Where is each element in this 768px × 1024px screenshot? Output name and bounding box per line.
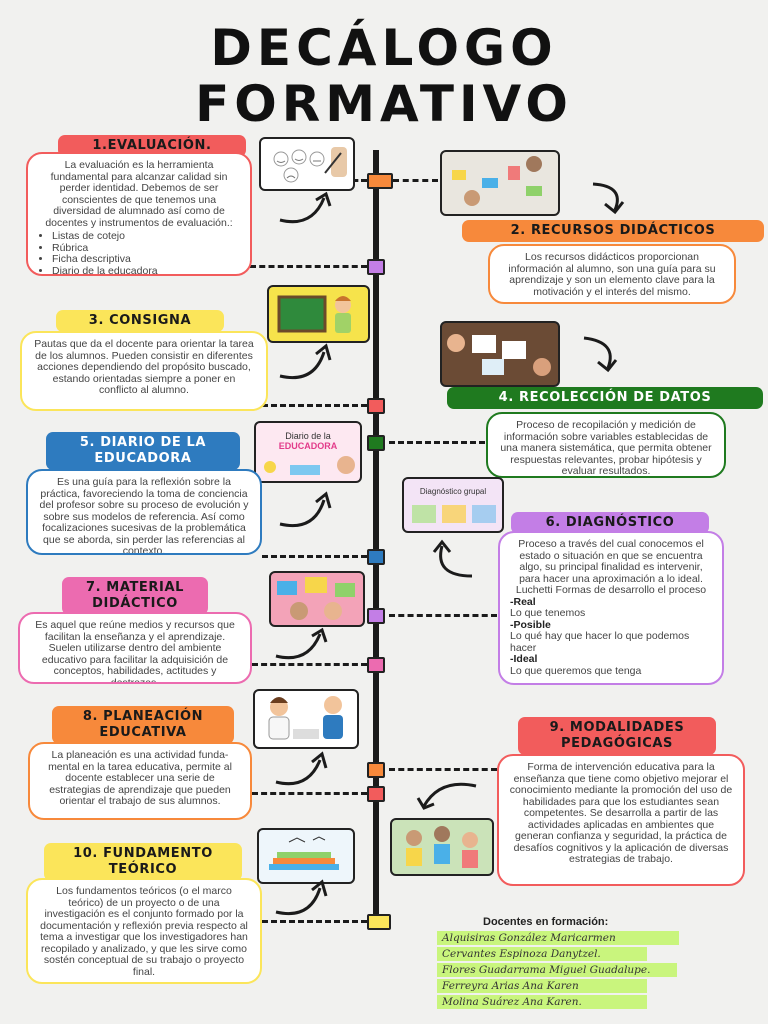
diagnostic-chart-icon: Diagnóstico grupal — [402, 477, 504, 533]
text-evaluacion: La evaluación es la herramienta fundamen… — [45, 159, 233, 229]
member-name: Flores Guadarrama Miguel Guadalupe. — [437, 963, 677, 977]
teacher-chalkboard-icon — [267, 285, 370, 343]
card-diario-educadora: Es una guía para la reflexión sobre la p… — [26, 469, 262, 555]
timeline-node-5 — [367, 549, 385, 565]
team-credits: Docentes en formación: Alquisiras Gonzál… — [437, 916, 679, 1011]
team-title: Docentes en formación: — [483, 916, 609, 928]
data-collection-photo-icon — [440, 321, 560, 387]
label-consigna: 3. CONSIGNA — [56, 310, 224, 332]
card-fundamento-teorico: Los fundamentos teóricos (o el marco teó… — [26, 878, 262, 984]
diario-cover-title: Diario de la — [285, 431, 331, 441]
diario-cover-subtitle: EDUCADORA — [278, 441, 338, 451]
label-diagnostico: 6. DIAGNÓSTICO — [511, 512, 709, 534]
diagnostic-chart-title: Diagnóstico grupal — [419, 487, 487, 496]
curved-arrow-icon — [275, 751, 328, 786]
connector-4 — [389, 441, 485, 444]
connector-3 — [262, 404, 367, 407]
connector-6 — [389, 614, 497, 617]
card-consigna: Pautas que da el docente para orientar l… — [20, 331, 268, 411]
label-recursos-didacticos: 2. RECURSOS DIDÁCTICOS — [462, 220, 764, 242]
timeline-node-1 — [367, 173, 393, 189]
timeline-spine — [373, 150, 379, 930]
connector-7 — [252, 663, 367, 666]
card-recoleccion-datos: Proceso de recopilación y medición de in… — [486, 412, 726, 478]
list-item: Diario de la educadora — [52, 265, 240, 274]
member-name: Alquisiras González Maricarmen — [437, 931, 679, 945]
curved-arrow-icon — [279, 491, 332, 527]
label-evaluacion: 1.EVALUACIÓN. — [58, 135, 246, 157]
timeline-node-8 — [367, 762, 385, 778]
timeline-node-2 — [367, 259, 385, 275]
member-name: Cervantes Espinoza Danytzel. — [437, 947, 647, 961]
member-name: Molina Suárez Ana Karen. — [437, 995, 647, 1009]
evaluation-instruments-list: Listas de cotejo Rúbrica Ficha descripti… — [38, 230, 240, 274]
label-planeacion-educativa: 8. PLANEACIÓN EDUCATIVA — [52, 706, 234, 744]
connector-1 — [250, 265, 367, 268]
list-item: Ficha descriptiva — [52, 253, 240, 266]
card-evaluacion: La evaluación es la herramienta fundamen… — [26, 152, 252, 276]
curved-arrow-icon — [275, 627, 328, 660]
timeline-node-9 — [367, 786, 385, 802]
curved-arrow-icon — [583, 336, 618, 373]
timeline-node-10 — [367, 914, 391, 930]
timeline-node-7 — [367, 657, 385, 673]
text-diagnostico: Proceso a través del cual conocemos el e… — [515, 538, 707, 596]
card-material-didactico: Es aquel que reúne medios y recursos que… — [18, 612, 252, 684]
list-item: Listas de cotejo — [52, 230, 240, 243]
page-title-line1: DECÁLOGO — [210, 19, 558, 77]
curved-arrow-icon — [279, 191, 332, 224]
card-diagnostico: Proceso a través del cual conocemos el e… — [498, 531, 724, 685]
connector-2-right — [393, 179, 438, 182]
children-group-photo-icon — [390, 818, 494, 876]
curved-arrow-icon — [275, 879, 328, 915]
connector-9 — [252, 792, 367, 795]
kids-crafting-photo-icon — [440, 150, 560, 216]
curved-arrow-icon — [432, 539, 473, 578]
curved-arrow-icon — [592, 182, 625, 215]
label-fundamento-teorico: 10. FUNDAMENTO TEÓRICO — [44, 843, 242, 881]
timeline-node-3 — [367, 398, 385, 414]
diario-cover-icon: Diario de la EDUCADORA — [254, 421, 362, 483]
label-modalidades-pedagogicas: 9. MODALIDADES PEDAGÓGICAS — [518, 717, 716, 755]
phase-posible: -Posible Lo qué hay que hacer lo que pod… — [510, 618, 690, 654]
page-title-line2: FORMATIVO — [195, 75, 573, 133]
phase-real: -Real Lo que tenemos — [510, 595, 586, 619]
list-item: Rúbrica — [52, 242, 240, 255]
phase-ideal: -Ideal Lo que queremos que tenga — [510, 653, 642, 677]
connector-10 — [262, 920, 367, 923]
card-modalidades-pedagogicas: Forma de intervención educativa para la … — [497, 754, 745, 886]
books-birds-icon — [257, 828, 355, 884]
connector-5 — [262, 555, 367, 558]
label-recoleccion-datos: 4. RECOLECCIÓN DE DATOS — [447, 387, 763, 409]
curved-arrow-icon — [279, 343, 332, 379]
member-name: Ferreyra Arias Ana Karen — [437, 979, 647, 993]
classroom-materials-photo-icon — [269, 571, 365, 627]
curved-arrow-icon — [416, 782, 477, 810]
card-recursos-didacticos: Los recursos didácticos proporcionan inf… — [488, 244, 736, 304]
timeline-node-4 — [367, 435, 385, 451]
card-planeacion-educativa: La planeación es una actividad funda- me… — [28, 742, 252, 820]
timeline-node-6 — [367, 608, 385, 624]
label-material-didactico: 7. MATERIAL DIDÁCTICO — [62, 577, 208, 615]
teachers-planning-icon — [253, 689, 359, 749]
label-diario-educadora: 5. DIARIO DE LA EDUCADORA — [46, 432, 240, 470]
connector-8 — [389, 768, 497, 771]
evaluation-emoji-icon — [259, 137, 355, 191]
